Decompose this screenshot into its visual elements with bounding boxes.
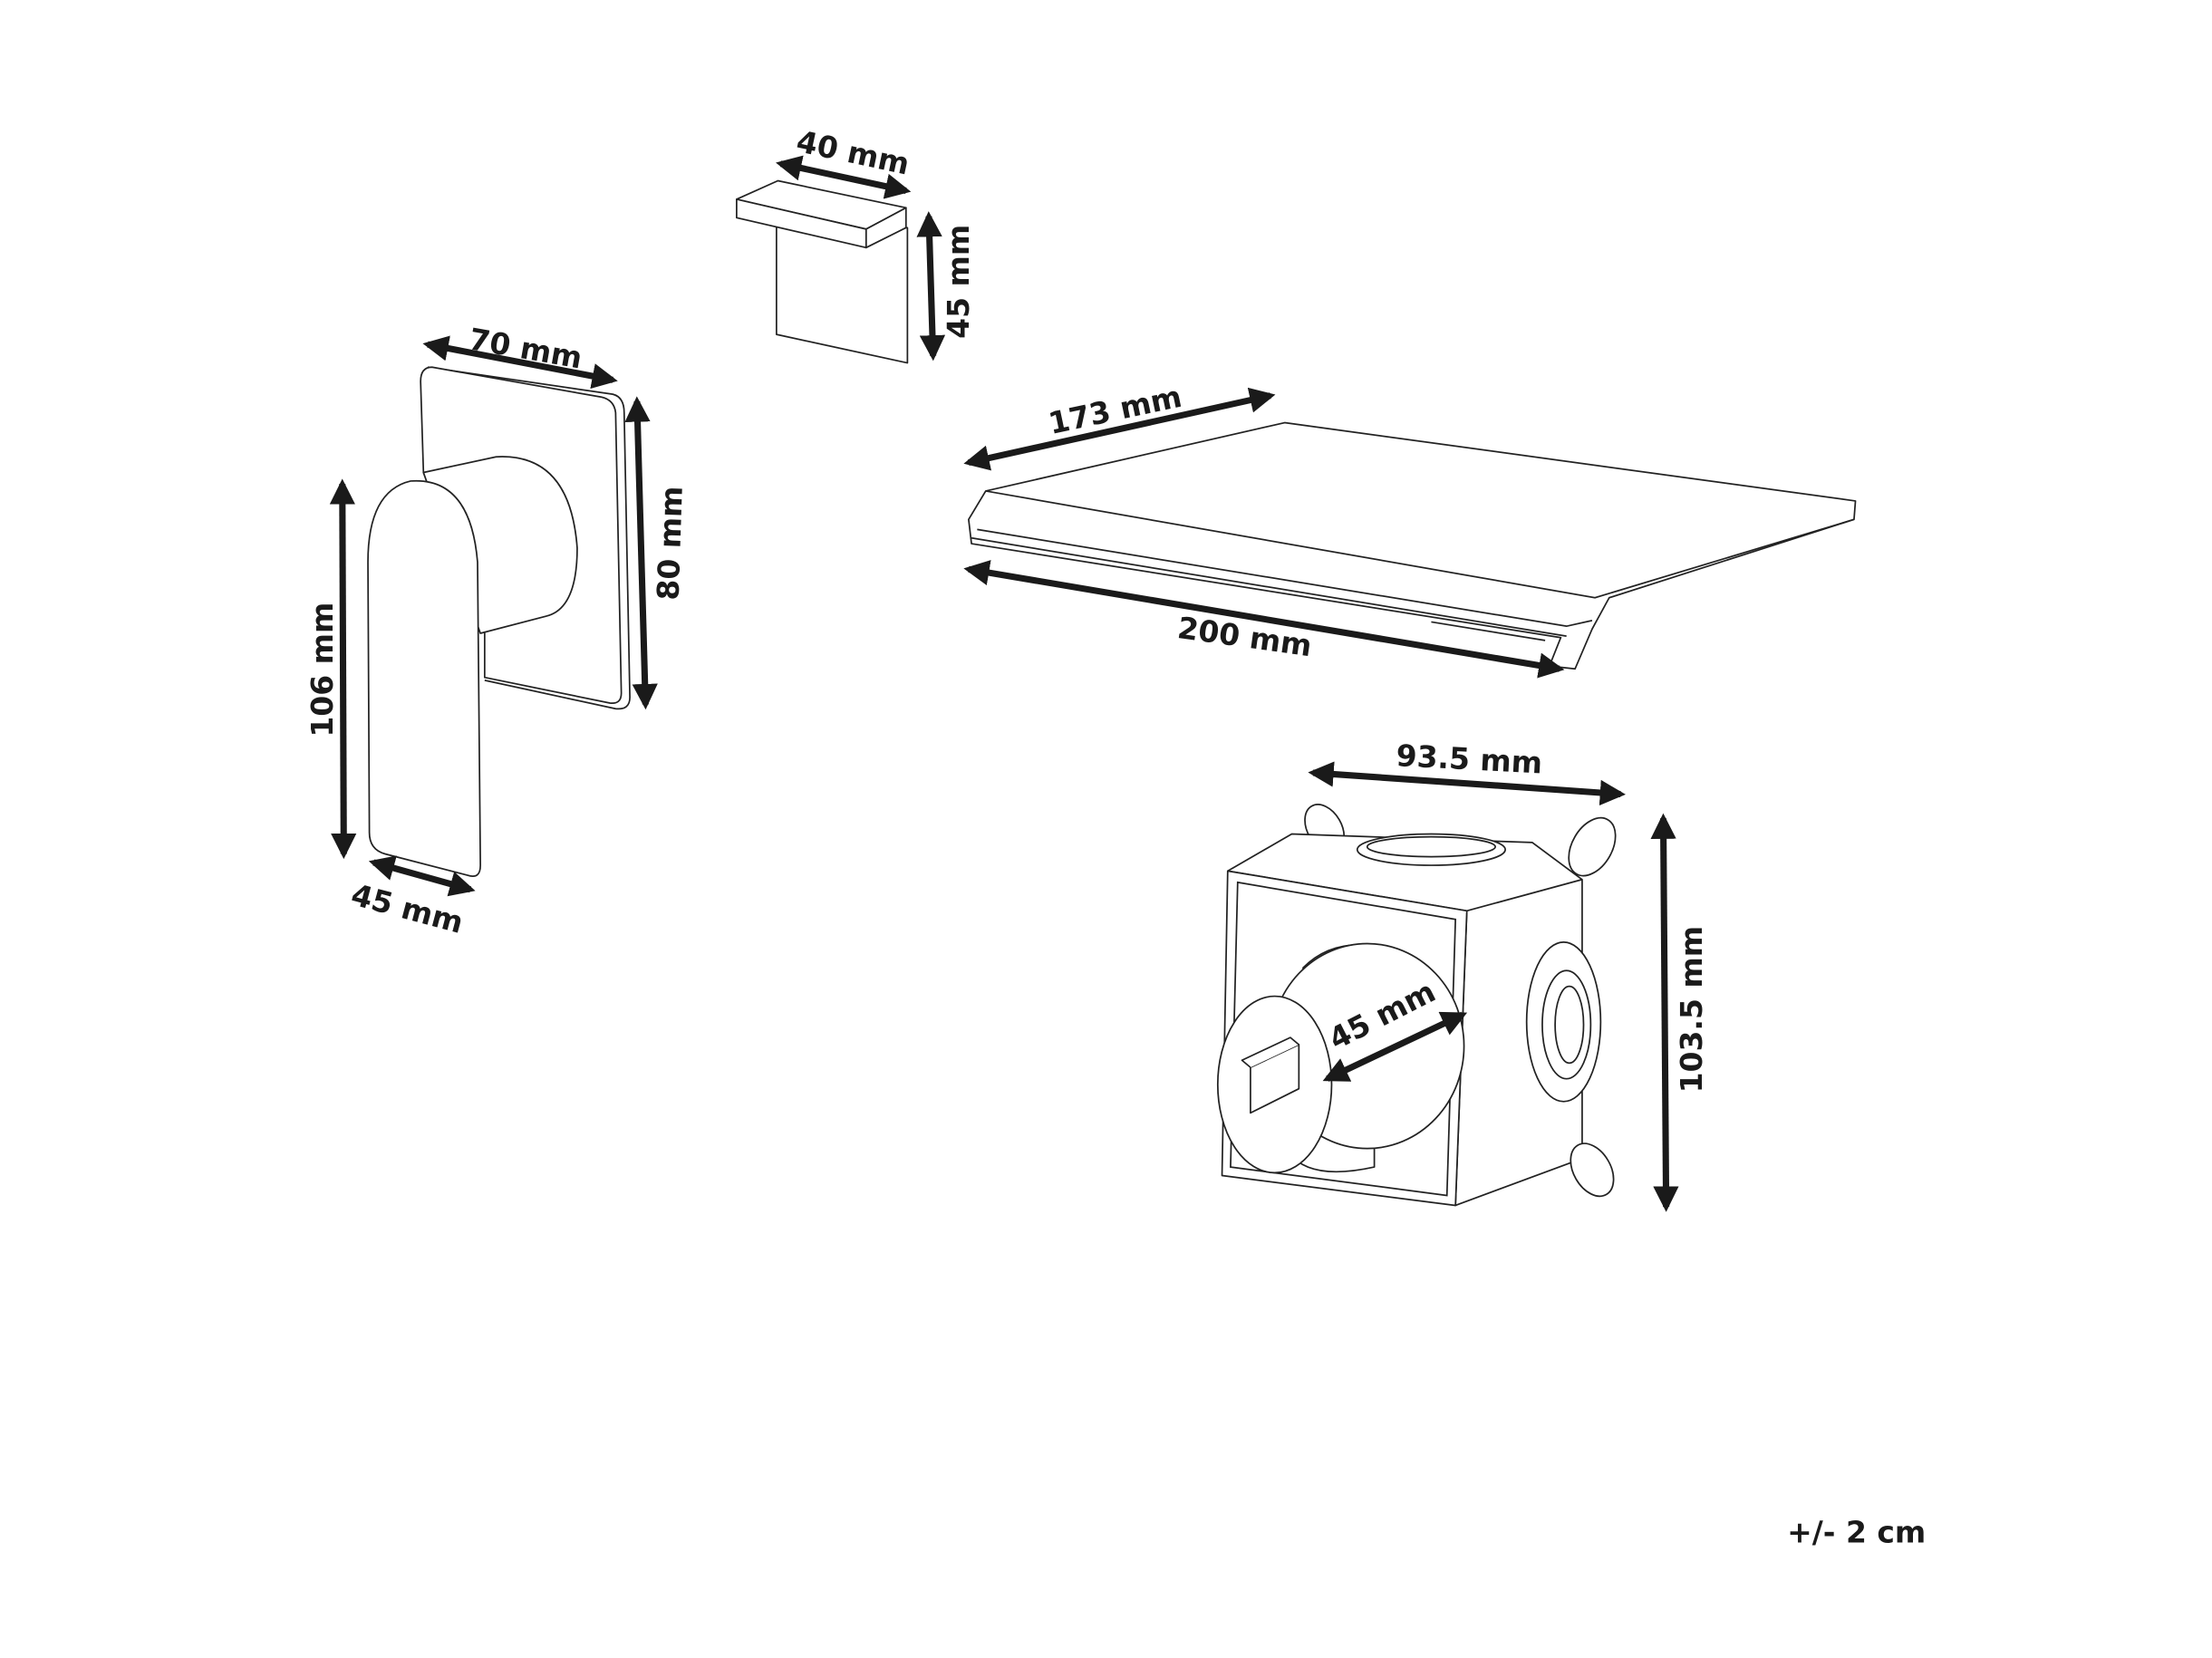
mixer-handle-drawing (367, 366, 631, 877)
box-height-label: 103.5 mm (1674, 926, 1709, 1093)
lever-height-label: 106 mm (304, 602, 340, 737)
dimension-arrow (1308, 761, 1626, 806)
dimension-arrow (422, 335, 618, 390)
dimension-arrow (1322, 1011, 1468, 1082)
handle-body (422, 456, 578, 634)
escutcheon-height-label: 45 mm (941, 225, 976, 339)
backplate-height-label: 80 mm (650, 486, 689, 601)
backplate-width-label: 70 mm (467, 321, 585, 375)
dimension-arrow (368, 855, 476, 897)
tolerance-note: +/- 2 cm (1787, 1515, 1926, 1550)
box-width-label: 93.5 mm (1396, 737, 1543, 780)
dimension-arrow (776, 155, 912, 199)
dimension-arrow (1650, 813, 1679, 1212)
waterfall-spout-drawing (968, 421, 1857, 670)
dimension-arrow (916, 211, 946, 361)
lever (367, 479, 481, 877)
dimension-arrow (963, 560, 1565, 679)
escutcheon-drawing (736, 179, 909, 364)
dimension-arrow (963, 387, 1276, 471)
dimension-arrow (329, 478, 357, 860)
dimension-arrow (624, 396, 658, 710)
